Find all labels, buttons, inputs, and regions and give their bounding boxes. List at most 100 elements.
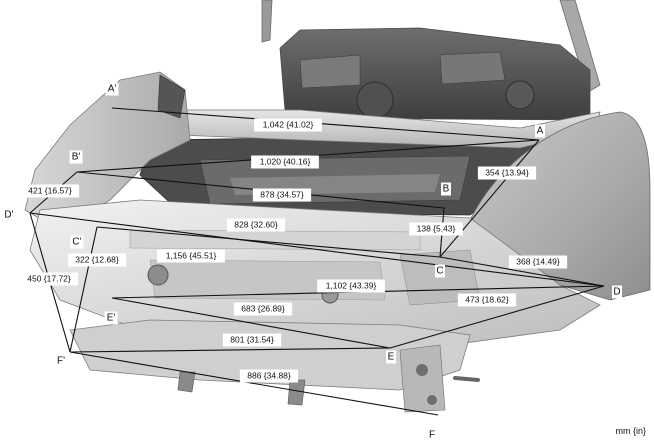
point-label-background: [2, 208, 16, 222]
measurement-lines: [29, 107, 605, 416]
point-label-background: [70, 235, 84, 249]
dimension-value: 1,102 {43.39}: [326, 280, 377, 290]
dimension-value: 473 {18.62}: [465, 294, 509, 304]
dimension-label-c-d: 368 {14.49}: [508, 255, 568, 269]
dimension-line-d-prime-d: [29, 212, 605, 287]
dimension-label-background: [477, 166, 537, 180]
point-label-e: E: [386, 350, 396, 364]
point-letter: E': [107, 313, 116, 324]
dimension-label-d-prime-f-prime: 450 {17.72}: [19, 272, 79, 286]
dimension-label-a-c: 354 {13.94}: [477, 166, 537, 180]
dimension-label-e-d: 473 {18.62}: [457, 293, 517, 307]
point-letter: B': [72, 152, 81, 163]
dimension-line-e-prime-e: [111, 297, 391, 349]
dimension-value: 801 {31.54}: [230, 334, 274, 344]
dimension-label-b-prime-b: 878 {34.57}: [252, 188, 312, 202]
point-letter: C': [72, 237, 81, 248]
point-label-background: [427, 428, 437, 440]
point-label-d: D: [612, 285, 622, 299]
dimension-value: 683 {26.89}: [241, 303, 285, 313]
dimension-label-background: [222, 333, 282, 347]
dimension-label-background: [317, 279, 385, 293]
point-label-d-prime: D': [2, 208, 16, 222]
lower-floor: [69, 319, 480, 413]
point-label-e-prime: E': [104, 311, 118, 325]
point-letter: A: [537, 126, 544, 137]
dimension-value: 828 {32.60}: [234, 219, 278, 229]
point-letter: F': [57, 356, 65, 367]
point-label-c-prime: C': [70, 235, 84, 249]
dimension-label-background: [254, 118, 322, 132]
point-label-a: A: [535, 124, 545, 138]
point-label-background: [69, 150, 83, 164]
dimension-label-a-prime-a: 1,042 {41.02}: [254, 118, 322, 132]
point-label-background: [104, 311, 118, 325]
point-letter: C: [436, 266, 443, 277]
dimension-line-f-prime-e: [69, 347, 391, 353]
point-label-a-prime: A': [105, 82, 119, 96]
dimension-value: 322 {12.68}: [75, 254, 119, 264]
dimension-value: 450 {17.72}: [27, 273, 71, 283]
point-letter: E: [388, 352, 395, 363]
dimension-line-f-prime-f: [69, 351, 439, 416]
measurement-labels: 1,042 {41.02} 1,020 {40.16} 878 {34.57} 354…: [19, 118, 568, 383]
dimension-label-b-c: 138 {5.43}: [409, 222, 463, 236]
point-letter: A': [108, 84, 117, 95]
point-label-background: [435, 264, 445, 278]
dimension-line-c-prime-c: [96, 226, 441, 258]
point-letter: F: [429, 430, 435, 440]
dimension-value: 1,042 {41.02}: [263, 119, 314, 129]
point-label-background: [54, 354, 68, 368]
dimension-label-e-prime-d: 1,102 {43.39}: [317, 279, 385, 293]
point-label-background: [535, 124, 545, 138]
dimension-label-background: [251, 155, 319, 169]
point-label-background: [612, 285, 622, 299]
dimension-value: 1,156 {45.51}: [166, 250, 217, 260]
dimension-value: 421 {16.57}: [28, 185, 72, 195]
dimension-label-background: [157, 249, 225, 263]
dimension-label-d-prime-d: 1,156 {45.51}: [157, 249, 225, 263]
dimension-label-background: [226, 218, 286, 232]
point-label-background: [386, 350, 396, 364]
dimension-label-background: [239, 369, 299, 383]
upper-frame: [261, 0, 601, 121]
dimension-line-c-prime-f-prime: [69, 226, 98, 353]
dimension-label-c-prime-f-prime: 322 {12.68}: [67, 253, 127, 267]
point-label-f-prime: F': [54, 354, 68, 368]
point-letter: D': [4, 210, 13, 221]
dimension-label-background: [457, 293, 517, 307]
dimension-value: 1,020 {40.16}: [260, 156, 311, 166]
dimension-line-e-d: [389, 285, 605, 349]
dimension-label-background: [508, 255, 568, 269]
point-label-c: C: [435, 264, 445, 278]
point-label-background: [441, 182, 451, 196]
point-label-background: [105, 82, 119, 96]
dimension-label-f-prime-e: 801 {31.54}: [222, 333, 282, 347]
dimension-value: 138 {5.43}: [417, 223, 456, 233]
dimension-line-c-d: [439, 256, 605, 287]
point-label-b: B: [441, 182, 451, 196]
dimension-line-a-prime-a: [111, 107, 540, 141]
point-letter: D: [613, 287, 620, 298]
dimension-label-f-prime-f: 886 {34.88}: [239, 369, 299, 383]
dimension-label-b-prime-d-prime: 421 {16.57}: [20, 184, 80, 198]
dimension-line-a-c: [439, 139, 540, 258]
dimension-label-background: [409, 222, 463, 236]
dimension-label-background: [67, 253, 127, 267]
units-label: mm {in}: [615, 426, 646, 436]
point-letter: B: [443, 184, 450, 195]
dimension-value: 368 {14.49}: [516, 256, 560, 266]
dimension-label-background: [20, 184, 80, 198]
dimension-value: 886 {34.88}: [247, 370, 291, 380]
dimension-label-background: [19, 272, 79, 286]
dimension-label-c-prime-c: 828 {32.60}: [226, 218, 286, 232]
dimension-label-b-prime-a: 1,020 {40.16}: [251, 155, 319, 169]
point-label-b-prime: B': [69, 150, 83, 164]
dimension-label-background: [233, 302, 293, 316]
point-label-f: F: [427, 428, 437, 440]
dimension-value: 354 {13.94}: [485, 167, 529, 177]
reference-point-labels: A A' B B' C C' D D' E E' F F': [2, 82, 622, 440]
dimension-label-background: [252, 188, 312, 202]
